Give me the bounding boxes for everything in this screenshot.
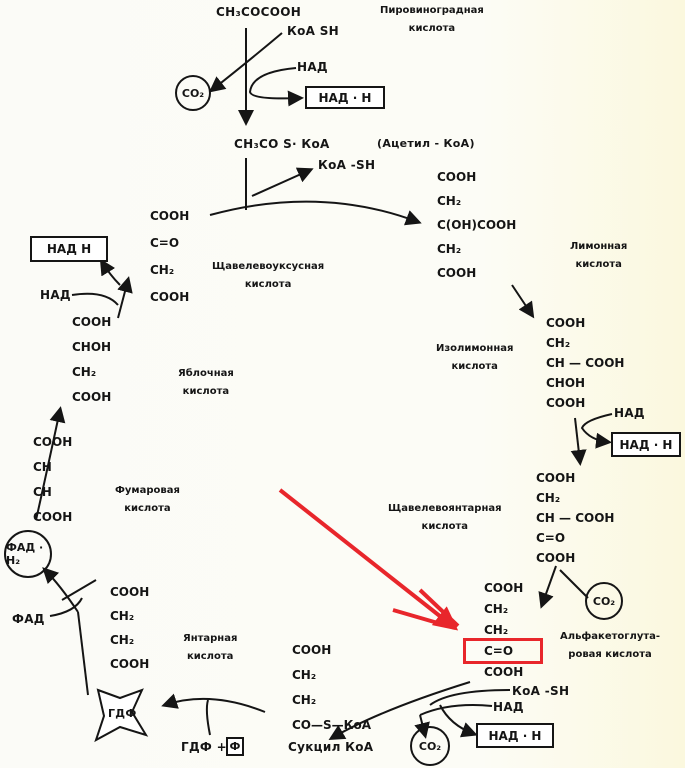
alphakg-label: Альфакетоглута-ровая кислота — [560, 631, 661, 660]
nadh-box: НАД Н — [30, 236, 108, 262]
succinylcoa-label: Сукцил КоА — [288, 740, 374, 754]
coa-sh-label: КоА -SH — [512, 684, 570, 698]
nadh-box: НАД · Н — [611, 432, 681, 457]
nad-label: НАД — [493, 700, 524, 714]
highlight-arrow — [278, 488, 460, 631]
nadh-box: НАД · Н — [476, 723, 554, 748]
fad-label: ФАД — [12, 612, 45, 626]
nad-label: НАД — [297, 60, 328, 74]
nad-label: НАД — [614, 406, 645, 420]
co2-circle: CO₂ — [410, 726, 450, 766]
nadh-box: НАД · Н — [305, 86, 385, 109]
pyruvate-formula: CH₃COCOOH — [216, 5, 302, 19]
phosphate-box: Ф — [226, 737, 244, 756]
acetyl-formula: CH₃CO S· КоА — [234, 137, 330, 151]
co2-circle: CO₂ — [175, 75, 211, 111]
coa-sh-label: КоА SH — [287, 24, 340, 38]
gdp-star-icon — [94, 688, 149, 743]
gdp-plus-label: ГДФ + — [181, 740, 227, 754]
co2-circle: CO₂ — [585, 582, 623, 620]
highlight-box — [463, 638, 543, 664]
acetyl-label: (Ацетил - КоА) — [377, 137, 475, 150]
coa-sh-label: КоА -SH — [318, 158, 376, 172]
nad-label: НАД — [40, 288, 71, 302]
gdp-label: ГДФ — [108, 707, 137, 720]
fadh2-circle: ФАД · Н₂ — [4, 530, 52, 578]
